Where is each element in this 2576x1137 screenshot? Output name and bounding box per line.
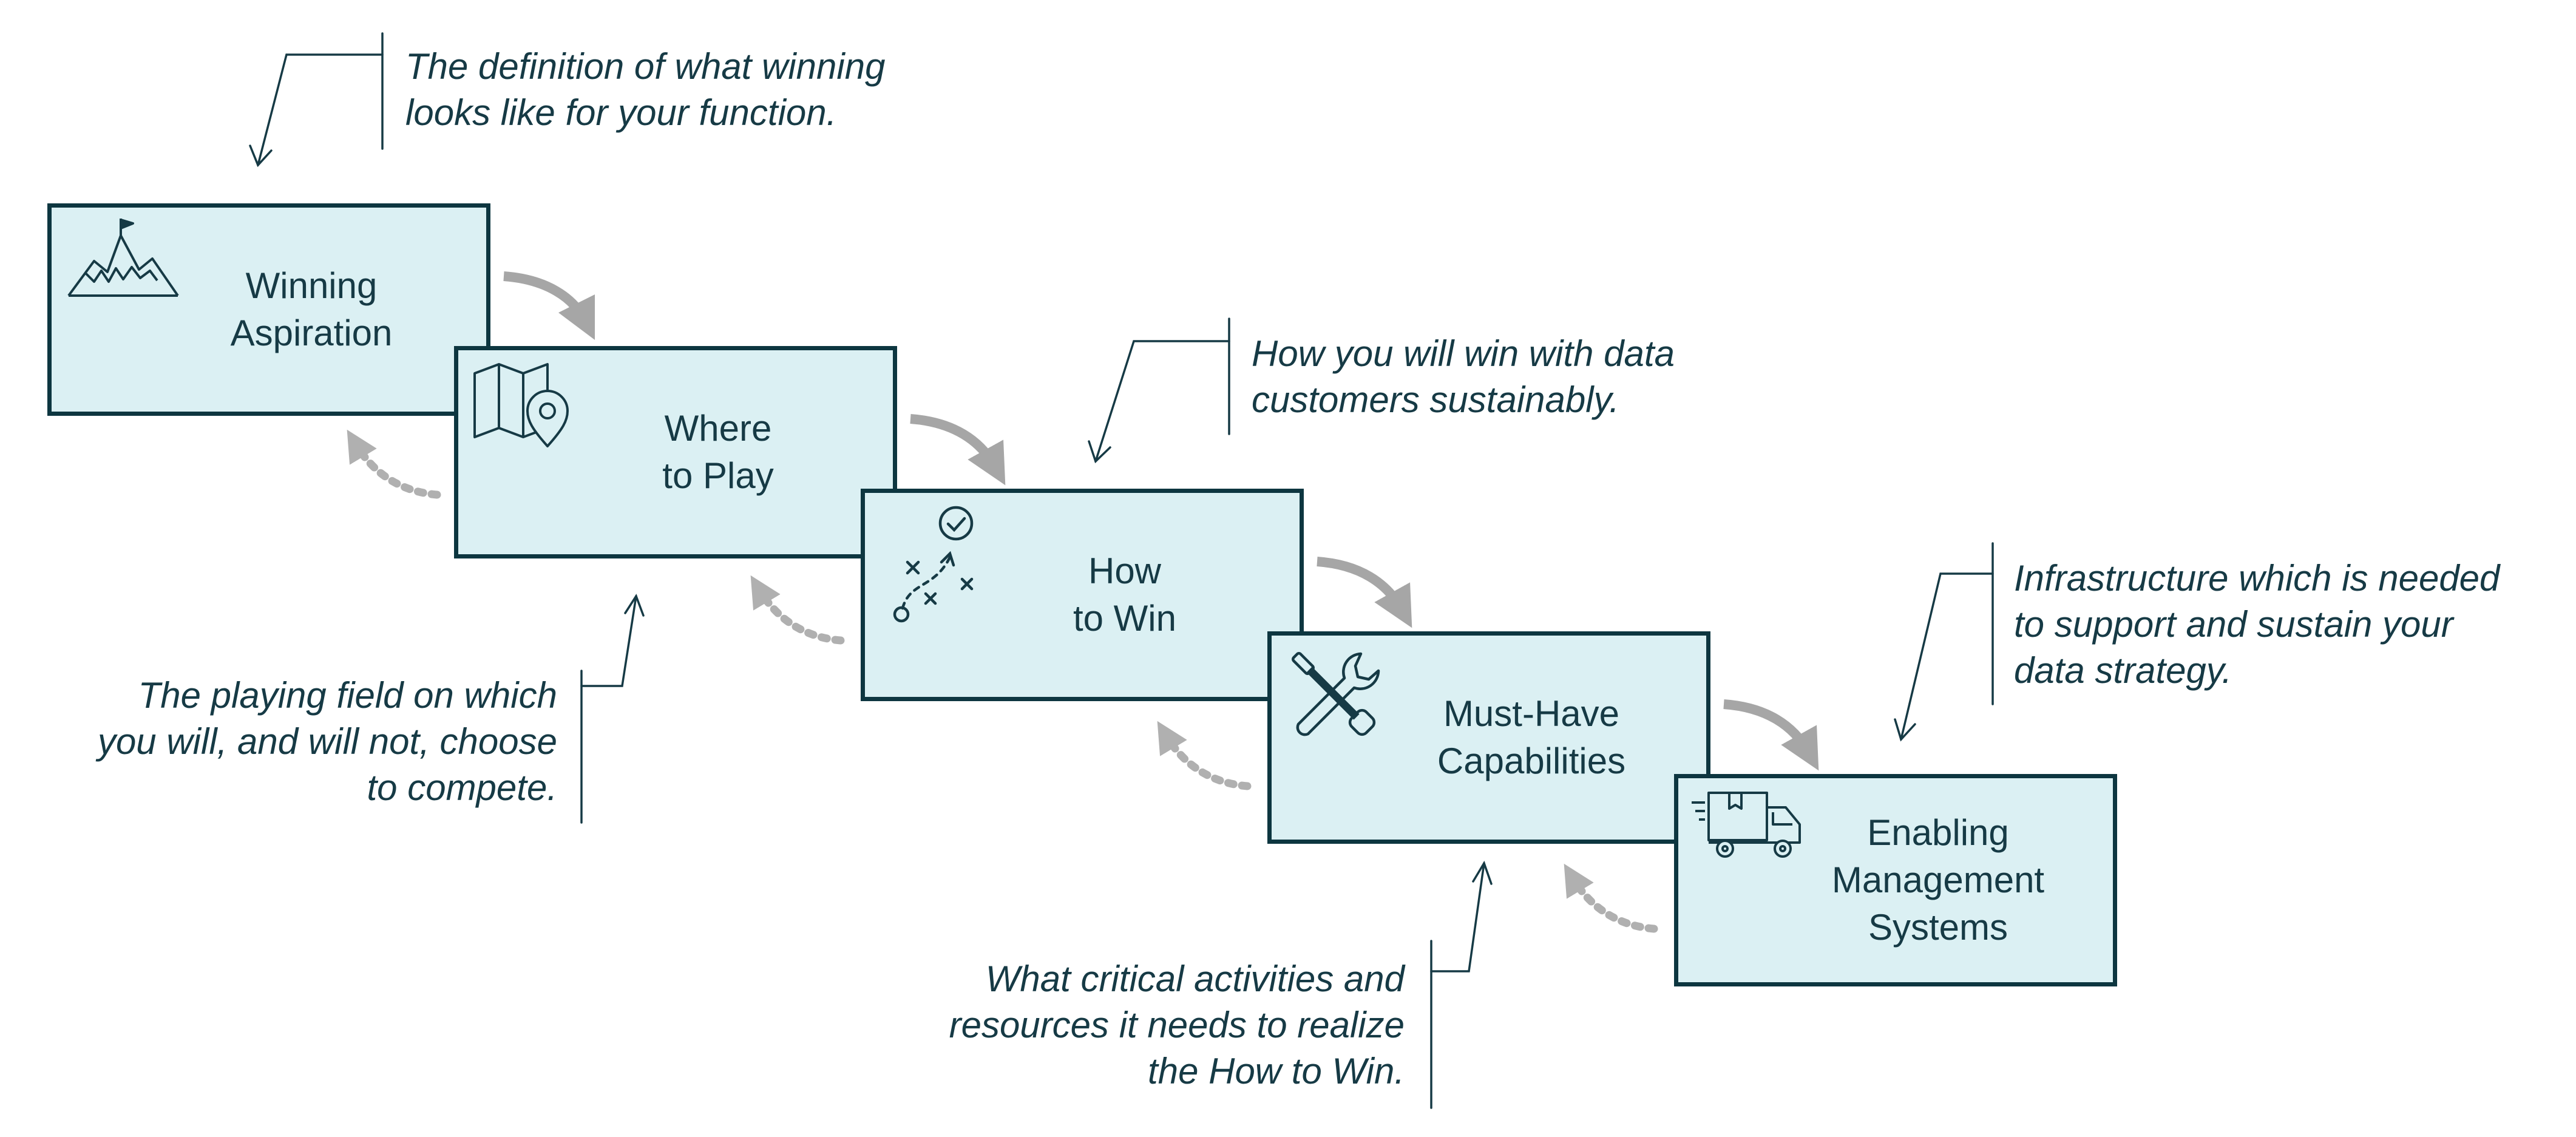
leader-head-2 [624, 594, 645, 617]
step-how-to-win: How to Win [861, 489, 1304, 701]
leader-line-2 [580, 595, 637, 687]
forward-arrow-4 [1723, 699, 1819, 771]
step-label: Must-Have Capabilities [1437, 693, 1626, 781]
annotation-how-to-win: How you will win with data customers sus… [1252, 333, 1675, 420]
leader-head-5 [1894, 718, 1916, 742]
tools-icon [1292, 652, 1380, 736]
step-label: Enabling Management Systems [1831, 812, 2045, 948]
step-must-have-capabilities: Must-Have Capabilities [1267, 631, 1710, 844]
forward-arrow-1 [503, 271, 595, 341]
annotation-winning-aspiration: The definition of what winning looks lik… [405, 46, 886, 133]
leader-head-3 [1088, 440, 1111, 464]
step-enabling-management-systems: Enabling Management Systems [1674, 774, 2117, 986]
map-pin-icon [473, 363, 569, 447]
annotation-management-systems: Infrastructure which is needed to suppor… [2014, 558, 2500, 691]
step-label: Where to Play [662, 408, 774, 496]
leader-line-4 [1430, 862, 1485, 972]
annotation-capabilities: What critical activities and resources i… [949, 959, 1405, 1091]
feedback-arrow-3 [1157, 721, 1252, 790]
feedback-arrow-2 [750, 575, 845, 645]
step-label: Winning Aspiration [230, 265, 393, 353]
leader-line-1 [257, 53, 384, 166]
leader-line-5 [1900, 572, 1994, 741]
feedback-arrow-1 [347, 429, 441, 499]
strategy-play-icon [893, 506, 974, 623]
mountain-flag-icon [67, 219, 179, 297]
annotation-where-to-play: The playing field on which you will, and… [97, 675, 557, 808]
forward-arrow-3 [1317, 557, 1412, 628]
leader-line-3 [1094, 340, 1230, 463]
step-where-to-play: Where to Play [454, 346, 897, 558]
forward-arrow-2 [910, 414, 1006, 486]
feedback-arrow-4 [1564, 863, 1658, 933]
step-winning-aspiration: Winning Aspiration [47, 203, 490, 416]
leader-head-4 [1472, 860, 1493, 885]
step-label: How to Win [1073, 551, 1177, 639]
leader-head-1 [249, 144, 273, 168]
delivery-truck-icon [1692, 792, 1801, 858]
